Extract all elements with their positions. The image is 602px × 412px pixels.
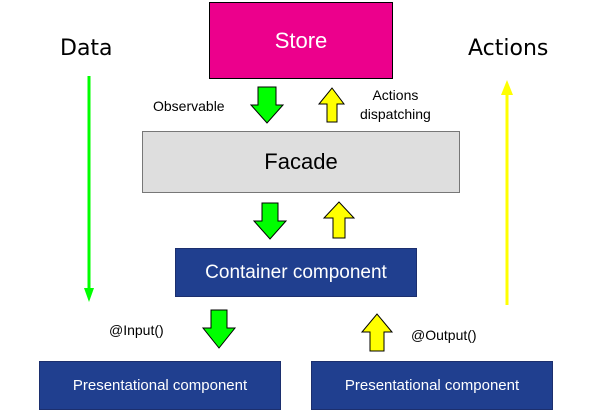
presentational-component-label-left: Presentational component xyxy=(72,377,248,394)
store-label: Store xyxy=(274,27,328,53)
observable-label: Observable xyxy=(153,98,225,114)
presentational-component-label-right: Presentational component xyxy=(344,377,520,394)
actions-flow-arrow-head xyxy=(501,80,513,95)
container-component-label: Container component xyxy=(205,261,387,283)
data-flow-arrow xyxy=(84,76,94,302)
container-component-node: Container component xyxy=(175,248,417,297)
facade-label: Facade xyxy=(264,149,338,174)
output-up-arrow xyxy=(360,313,394,352)
input-down-arrow xyxy=(201,309,237,349)
dispatch-up-arrow xyxy=(317,87,345,123)
container-to-facade-up-arrow xyxy=(322,201,356,239)
actions-dispatching-line-2: dispatching xyxy=(360,106,431,122)
data-flow-arrow-head xyxy=(84,288,94,302)
facade-node: Facade xyxy=(142,131,460,193)
presentational-component-node-left: Presentational component xyxy=(39,361,281,410)
facade-to-container-down-arrow xyxy=(252,202,288,240)
data-side-label: Data xyxy=(60,36,113,61)
actions-dispatching-label: Actions dispatching xyxy=(360,86,431,124)
actions-flow-arrow xyxy=(501,80,513,305)
store-node: Store xyxy=(209,2,393,79)
input-label: @Input() xyxy=(109,322,164,338)
actions-dispatching-line-1: Actions xyxy=(372,87,419,103)
output-label: @Output() xyxy=(411,327,477,343)
observable-down-arrow xyxy=(249,86,285,124)
actions-side-label: Actions xyxy=(468,36,549,61)
presentational-component-node-right: Presentational component xyxy=(311,361,553,410)
